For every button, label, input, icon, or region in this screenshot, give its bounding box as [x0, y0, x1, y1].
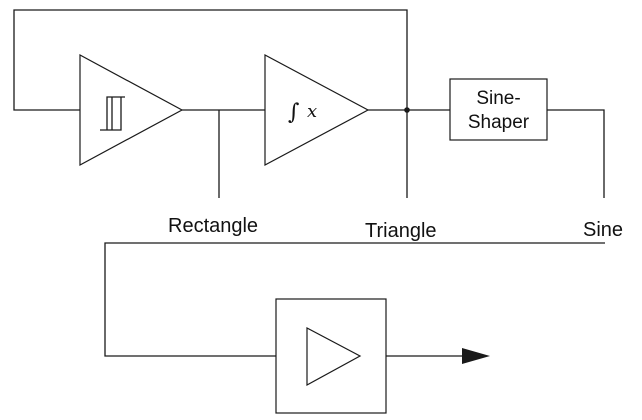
comparator-amplifier: [79, 53, 184, 167]
sine-shaper-box: Sine- Shaper: [449, 78, 548, 141]
feedback-wire: [13, 9, 408, 111]
sine-shaper-label-line1: Sine-: [476, 88, 520, 109]
triangle-label: Triangle: [365, 220, 437, 242]
schmitt-trigger-icon: [100, 96, 125, 131]
sine-output-wire: [547, 109, 605, 198]
arrow-right-icon: [462, 348, 490, 364]
integral-variable: x: [307, 101, 317, 122]
buffer-amplifier-icon: [306, 327, 362, 387]
integrator-amplifier: ∫ x: [264, 53, 370, 167]
output-buffer-box: [275, 298, 387, 414]
integral-symbol: ∫: [288, 100, 300, 125]
rectangle-label: Rectangle: [168, 215, 258, 237]
sine-shaper-label-line2: Shaper: [468, 112, 530, 133]
selector-wire: [104, 242, 605, 357]
sine-label: Sine: [583, 219, 623, 241]
